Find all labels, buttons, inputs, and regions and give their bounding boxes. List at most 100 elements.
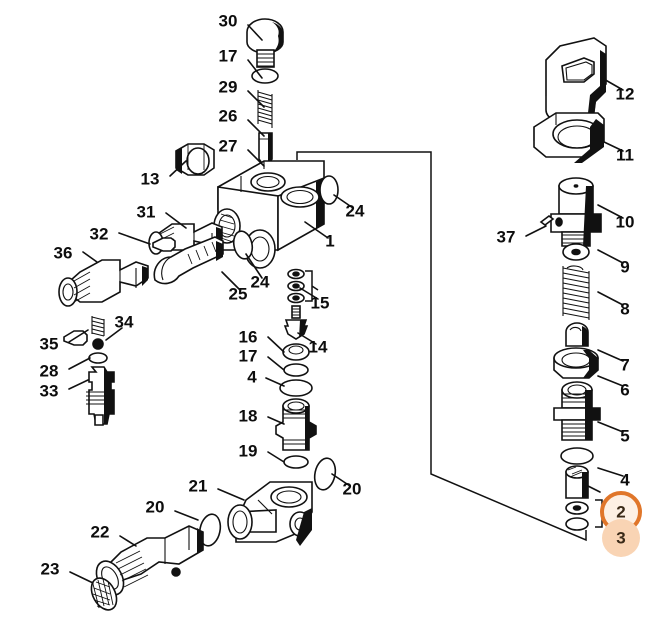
part-label-24: 24 — [251, 272, 270, 291]
part-label-30: 30 — [219, 11, 238, 30]
part-21-elbow-body — [227, 481, 313, 546]
leader-2-3-stub — [587, 485, 601, 493]
leader-line-21 — [217, 488, 245, 501]
part-25-banjo-fitting — [153, 236, 224, 285]
part-3-o-ring-bottom — [565, 517, 589, 531]
part-10-valve-housing — [550, 177, 602, 247]
part-label-6: 6 — [620, 380, 629, 399]
part-37-roll-pin — [539, 215, 555, 226]
part-label-12: 12 — [616, 84, 635, 103]
leader-line-17 — [247, 59, 263, 79]
part-8-main-spring — [562, 265, 590, 320]
part-24-o-ring-right — [319, 175, 339, 205]
part-9-washer — [562, 243, 590, 261]
part-label-1: 1 — [325, 231, 334, 250]
part-label-18: 18 — [239, 406, 258, 425]
part-label-16: 16 — [239, 327, 258, 346]
leader-line-6 — [597, 375, 624, 387]
part-label-32: 32 — [90, 224, 109, 243]
leader-line-4 — [265, 377, 285, 387]
leader-line-34 — [105, 327, 123, 341]
part-label-25: 25 — [229, 284, 248, 303]
part-34-ball — [92, 338, 104, 350]
part-5-adjusting-screw — [553, 381, 601, 441]
part-label-29: 29 — [219, 77, 238, 96]
part-2-sleeve — [565, 465, 589, 499]
leader-line-5 — [597, 421, 624, 433]
part-20-o-ring-left — [198, 513, 222, 547]
leader-line-27 — [247, 149, 265, 167]
leader-line-20 — [174, 510, 199, 521]
part-35-small-spring — [91, 316, 105, 337]
part-16-seal-washer — [282, 343, 310, 361]
highlight-disc-3[interactable] — [602, 519, 640, 557]
part-4-o-ring-right — [560, 447, 594, 465]
part-label-20: 20 — [146, 497, 165, 516]
part-label-23: 23 — [41, 559, 60, 578]
part-label-31: 31 — [137, 202, 156, 221]
leader-line-11 — [601, 140, 624, 152]
leader-line-22 — [119, 535, 137, 547]
leader-line-8 — [597, 291, 624, 306]
leader-line-18 — [267, 416, 285, 425]
part-label-8: 8 — [620, 299, 629, 318]
part-18-nut-fitting — [275, 398, 317, 451]
part-22-connector — [95, 525, 204, 596]
part-label-11: 11 — [616, 145, 634, 164]
highlight-label-3: 3 — [616, 528, 625, 547]
part-4-o-ring-mid — [279, 379, 313, 397]
part-label-17: 17 — [239, 346, 258, 365]
leader-line-12 — [601, 77, 624, 91]
part-label-10: 10 — [616, 212, 635, 231]
leader-line-32 — [118, 232, 151, 245]
part-label-5: 5 — [620, 426, 629, 445]
leader-line-9 — [597, 249, 624, 264]
bracket-15-group — [305, 270, 319, 302]
part-label-20: 20 — [343, 479, 362, 498]
leader-line-16 — [267, 336, 285, 353]
leader-line-14 — [297, 332, 317, 345]
part-label-13: 13 — [141, 169, 160, 188]
part-label-15: 15 — [311, 293, 330, 312]
leader-line-31 — [165, 212, 187, 229]
leader-line-24 — [333, 194, 354, 209]
part-30-cap-screw — [246, 18, 284, 68]
part-label-17: 17 — [219, 46, 238, 65]
part-label-7: 7 — [620, 355, 629, 374]
highlight-layer: 23 — [600, 491, 642, 557]
part-11-collar — [533, 112, 605, 163]
leader-line-19 — [267, 451, 285, 463]
part-label-37: 37 — [497, 227, 516, 246]
part-36-connector — [58, 259, 149, 307]
part-1-valve-body — [213, 160, 325, 269]
leader-line-25 — [221, 271, 241, 291]
bracket-main-polyline — [296, 151, 587, 542]
part-20-o-ring-right — [313, 457, 337, 491]
part-15-washers — [287, 268, 305, 304]
part-label-26: 26 — [219, 106, 238, 125]
part-33-nozzle-body — [86, 366, 115, 426]
part-label-9: 9 — [620, 257, 629, 276]
part-19-o-ring — [283, 455, 309, 469]
part-label-27: 27 — [219, 136, 238, 155]
part-label-34: 34 — [115, 312, 134, 331]
leader-line-28 — [68, 357, 91, 370]
leader-line-37 — [525, 225, 547, 237]
part-label-33: 33 — [40, 381, 59, 400]
part-29-spring — [257, 90, 273, 128]
leader-line-1 — [304, 221, 329, 239]
leader-line-4 — [597, 467, 624, 477]
part-label-4: 4 — [620, 470, 630, 489]
part-14-valve-stem — [283, 305, 309, 340]
part-label-28: 28 — [40, 361, 59, 380]
leader-line-30 — [247, 24, 263, 41]
part-13-hex-plug — [175, 143, 215, 176]
part-23-mesh-filter — [90, 577, 118, 611]
leader-line-36 — [82, 251, 98, 263]
leader-line-33 — [68, 379, 89, 390]
leader-line-15 — [299, 287, 319, 300]
part-26-valve-pin — [258, 132, 273, 171]
